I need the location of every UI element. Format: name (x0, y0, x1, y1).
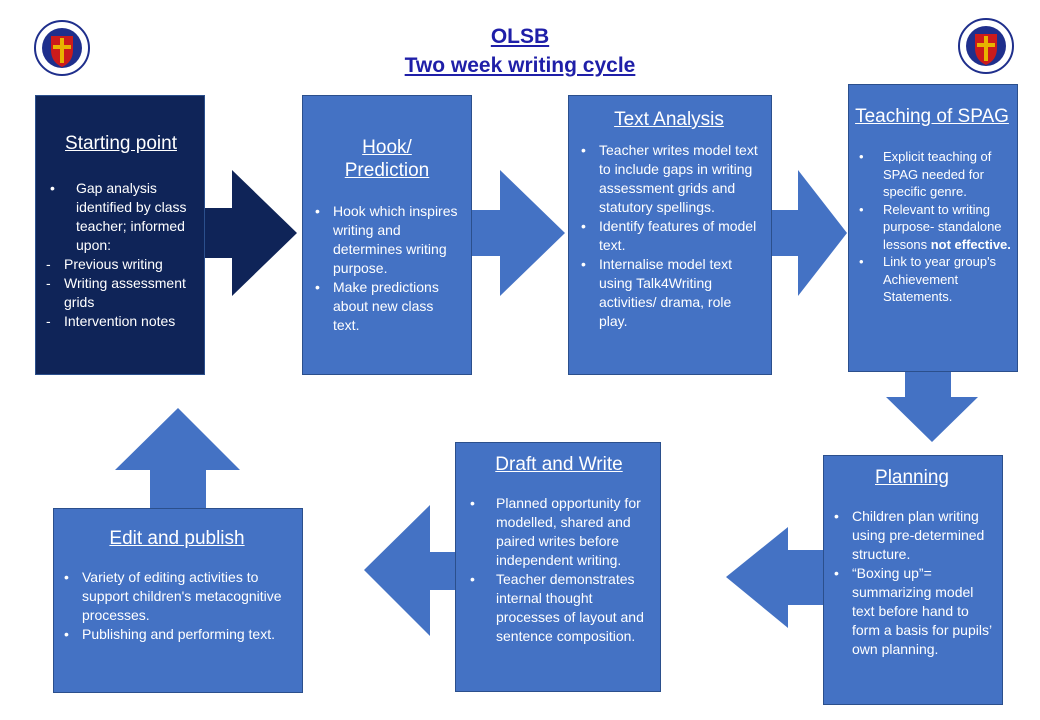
stage-item: Make predictions about new class text. (311, 278, 463, 335)
stage-item: Identify features of model text. (577, 217, 761, 255)
stage-hook-prediction: Hook/ Prediction Hook which inspires wri… (302, 95, 472, 375)
stage-item: Relevant to writing purpose- standalone … (853, 201, 1011, 254)
stage-item: Intervention notes (46, 312, 196, 331)
stage-item: Writing assessment grids (46, 274, 196, 312)
stage-edit-and-publish: Edit and publish Variety of editing acti… (53, 508, 303, 693)
stage-item: Previous writing (46, 255, 196, 274)
arrow-right-2 (472, 170, 565, 296)
arrow-down-1 (886, 372, 978, 442)
stage-item-text: Relevant to writing purpose- standalone … (883, 201, 1002, 252)
stage-item: “Boxing up”= summarizing model text befo… (830, 564, 994, 659)
title-line-1: OLSB (490, 25, 550, 48)
stage-planning: Planning Children plan writing using pre… (823, 455, 1003, 705)
stage-item: Teacher demonstrates internal thought pr… (466, 570, 652, 646)
stage-item: Children plan writing using pre-determin… (830, 507, 994, 564)
school-crest-left (34, 20, 90, 76)
arrow-right-1 (205, 170, 297, 296)
stage-item: Variety of editing activities to support… (60, 568, 294, 625)
school-crest-right (958, 18, 1014, 74)
crest-icon (34, 20, 90, 76)
stage-text-analysis: Text Analysis Teacher writes model text … (568, 95, 772, 375)
stage-title: Starting point (65, 133, 177, 154)
stage-item: Hook which inspires writing and determin… (311, 202, 463, 278)
title-line-2: Two week writing cycle (404, 54, 636, 77)
stage-title: Edit and publish (109, 528, 245, 549)
arrow-left-1 (726, 527, 823, 628)
arrow-right-3 (772, 170, 847, 296)
arrow-up-1 (115, 408, 240, 508)
stage-title: Text Analysis (614, 109, 724, 130)
stage-item: Explicit teaching of SPAG needed for spe… (853, 148, 1011, 201)
stage-item: Link to year group's Achievement Stateme… (853, 253, 1011, 306)
stage-item: Teacher writes model text to include gap… (577, 141, 761, 217)
stage-draft-and-write: Draft and Write Planned opportunity for … (455, 442, 661, 692)
stage-title: Planning (875, 467, 949, 488)
stage-item: Gap analysis identified by class teacher… (46, 179, 196, 255)
stage-item: Internalise model text using Talk4Writin… (577, 255, 761, 331)
stage-item: Planned opportunity for modelled, shared… (466, 494, 652, 570)
arrow-left-2 (364, 505, 455, 636)
stage-teaching-of-spag: Teaching of SPAG Explicit teaching of SP… (848, 84, 1018, 372)
stage-title: Hook/ Prediction (344, 137, 430, 181)
stage-item: Publishing and performing text. (60, 625, 294, 644)
stage-starting-point: Starting point Gap analysis identified b… (35, 95, 205, 375)
stage-title: Draft and Write (495, 454, 623, 475)
crest-icon (958, 18, 1014, 74)
stage-title: Teaching of SPAG (855, 106, 1009, 127)
stage-item-emphasis: not effective. (930, 236, 1011, 252)
